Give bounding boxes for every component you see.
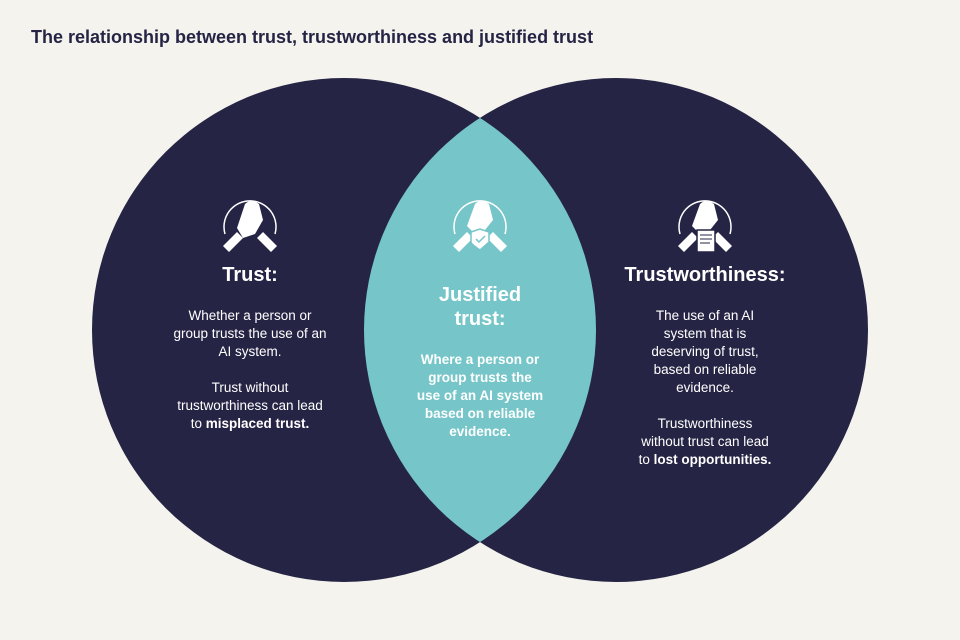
text-line: AI system.	[218, 344, 282, 359]
handshake-document-icon	[678, 200, 732, 253]
emphasis-text: misplaced trust.	[205, 416, 310, 431]
trustworthiness-heading: Trustworthiness:	[624, 264, 786, 286]
text-line: based on reliable	[653, 362, 757, 377]
text-line: to	[638, 452, 654, 467]
text-line: evidence.	[676, 380, 734, 395]
justified-trust-section: Justified trust: Where a person or group…	[380, 283, 580, 441]
justified-trust-heading: Justified trust:	[380, 283, 580, 331]
text-line: group trusts the use of an	[173, 326, 327, 341]
trustworthiness-definition: The use of an AI system that is deservin…	[595, 307, 815, 397]
text-line: Where a person or	[420, 352, 540, 367]
text-line: Whether a person or	[188, 308, 312, 323]
text-line: trustworthiness can lead	[177, 398, 323, 413]
justified-trust-definition: Where a person or group trusts the use o…	[380, 351, 580, 441]
text-line: trust:	[454, 308, 506, 330]
text-line: to	[190, 416, 206, 431]
justified-trust-overlap	[364, 78, 596, 582]
text-line: Trustworthiness	[657, 416, 753, 431]
text-line: Justified	[438, 284, 522, 306]
trust-consequence: Trust without trustworthiness can lead t…	[140, 379, 360, 433]
text-line: use of an AI system	[416, 388, 544, 403]
trust-heading: Trust:	[222, 264, 278, 286]
trustworthiness-consequence: Trustworthiness without trust can lead t…	[595, 415, 815, 469]
text-line: based on reliable	[424, 406, 536, 421]
text-line: deserving of trust,	[651, 344, 759, 359]
text-line: system that is	[663, 326, 747, 341]
text-line: The use of an AI	[655, 308, 755, 323]
text-line: Trust without	[211, 380, 289, 395]
handshake-icon	[223, 200, 277, 252]
trust-definition: Whether a person or group trusts the use…	[140, 307, 360, 361]
text-line: group trusts the	[428, 370, 532, 385]
handshake-shield-check-icon	[453, 200, 507, 252]
emphasis-text: lost opportunities.	[653, 452, 772, 467]
text-line: evidence.	[449, 424, 511, 439]
diagram-title: The relationship between trust, trustwor…	[31, 27, 594, 47]
trust-section: Trust: Whether a person or group trusts …	[140, 263, 360, 451]
text-line: without trust can lead	[641, 434, 769, 449]
trustworthiness-section: Trustworthiness: The use of an AI system…	[595, 263, 815, 487]
